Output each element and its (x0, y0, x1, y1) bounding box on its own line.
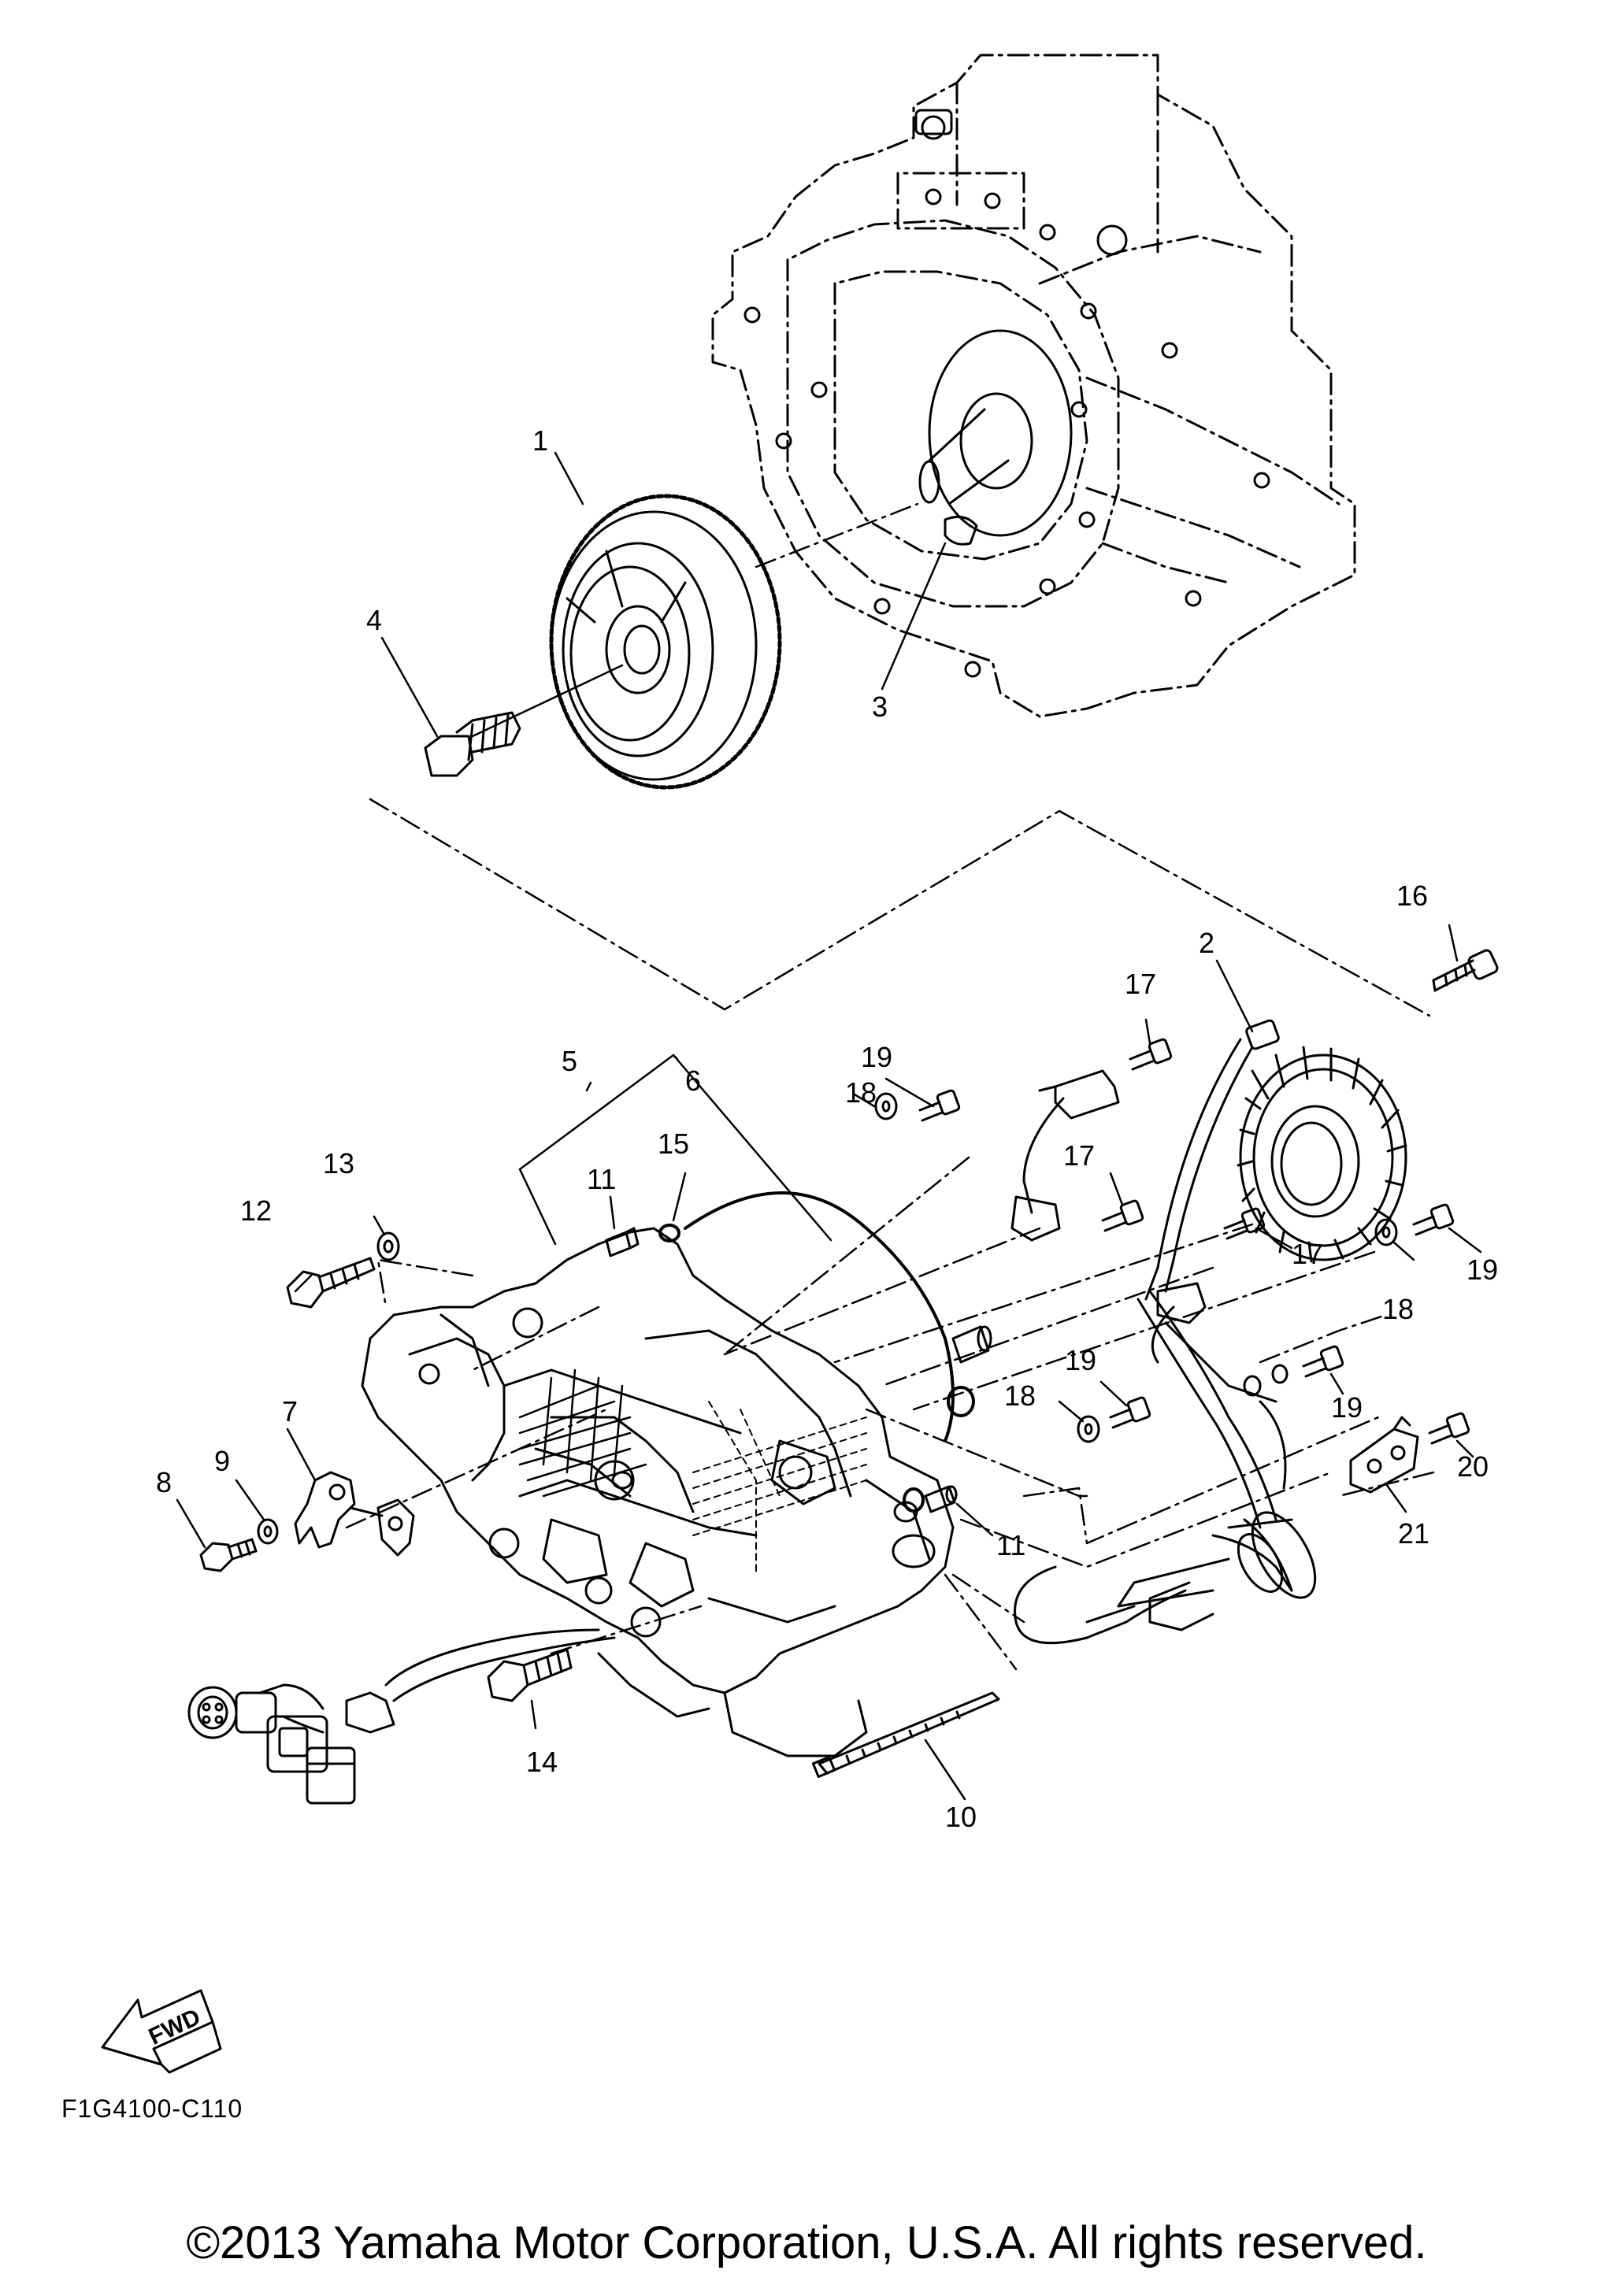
stator-coil-2 (1144, 1019, 1407, 1301)
callout-5: 5 (562, 1045, 577, 1077)
callout-16: 16 (1396, 880, 1428, 912)
callout-12: 12 (240, 1194, 272, 1227)
callout-4: 4 (366, 604, 382, 636)
bolt-12 (286, 1257, 376, 1309)
bolt-19-top (918, 1089, 961, 1122)
wire-harness (1014, 1290, 1317, 1645)
washer-13 (376, 1231, 400, 1261)
assembly-reference-lines (369, 502, 1431, 1017)
generator-cover-5 (361, 1227, 955, 1757)
callout-15: 15 (658, 1128, 689, 1160)
cable-tie-10 (811, 1573, 1018, 1778)
callout-10: 10 (945, 1801, 977, 1833)
diagram-reference-code: F1G4100-C110 (61, 2094, 243, 2123)
pulser-coil-lower (1151, 1282, 1277, 1403)
callout-19-mid: 19 (1065, 1344, 1096, 1376)
callout-7: 7 (282, 1395, 298, 1428)
callout-13: 13 (323, 1147, 354, 1179)
callout-3: 3 (872, 691, 888, 723)
callout-labels: 1 2 3 4 5 6 7 8 9 10 11 11 12 13 14 15 1… (156, 424, 1498, 1833)
fwd-arrow-icon: FWD (101, 1989, 222, 2074)
callout-19-right: 19 (1467, 1254, 1498, 1286)
bolt-19-mid (1109, 1396, 1151, 1429)
dowel-pin-11-upper (605, 1227, 640, 1257)
flywheel-rotor-1 (549, 494, 782, 790)
callout-19-top: 19 (861, 1041, 892, 1073)
bolt-19-lower (1302, 1345, 1344, 1378)
callout-17-right: 17 (1292, 1238, 1323, 1270)
callout-leaders (176, 451, 1482, 1801)
washer-18-top (874, 1092, 898, 1120)
callout-17-mid: 17 (1063, 1139, 1095, 1172)
callout-18-mid: 18 (1004, 1379, 1036, 1412)
callout-17-top: 17 (1125, 968, 1156, 1000)
bolt-17-mid (1101, 1199, 1144, 1232)
callout-19-lower: 19 (1331, 1391, 1363, 1424)
woodruff-key-3 (944, 515, 978, 546)
engine-block (711, 54, 1356, 718)
washer-9 (257, 1518, 279, 1545)
bracket-5 (518, 1054, 832, 1246)
bolt-19-right (1412, 1203, 1455, 1236)
bolt-17-top (1129, 1038, 1173, 1071)
pulser-coil-upper (1010, 1069, 1120, 1242)
bolt-20 (1428, 1412, 1470, 1445)
callout-18-top: 18 (845, 1076, 877, 1109)
main-harness-connectors (187, 1628, 616, 1805)
cover-ribs (518, 1368, 647, 1498)
terminal-plate-21 (1349, 1416, 1419, 1494)
callout-6: 6 (685, 1065, 701, 1097)
callout-8: 8 (156, 1466, 172, 1498)
callout-21: 21 (1398, 1517, 1429, 1550)
callout-1: 1 (532, 424, 548, 457)
crankshaft (918, 329, 1073, 537)
washer-18-mid (1077, 1415, 1100, 1443)
callout-9: 9 (214, 1445, 230, 1477)
dowel-pin-11-lower (924, 1485, 958, 1513)
callout-18-right: 18 (1382, 1293, 1414, 1325)
callout-11-upper: 11 (587, 1163, 616, 1195)
copyright-notice: ©2013 Yamaha Motor Corporation, U.S.A. A… (186, 2217, 1427, 2268)
engine-bosses (743, 109, 1270, 678)
bolt-8 (199, 1538, 258, 1572)
bolt-14 (487, 1605, 703, 1702)
cover-hidden-lines (692, 1401, 867, 1576)
callout-2: 2 (1199, 927, 1214, 959)
collar-6 (951, 1325, 992, 1364)
callout-11-lower: 11 (996, 1529, 1025, 1561)
bracket-7 (294, 1471, 415, 1557)
lead-wire-15 (658, 1191, 975, 1513)
bolt-17-right (1223, 1207, 1266, 1240)
part-reference-lines (345, 1156, 1435, 1624)
callout-20: 20 (1457, 1450, 1489, 1483)
stator-bolt-16 (1432, 949, 1499, 992)
callout-14: 14 (526, 1746, 558, 1778)
flywheel-bolt-4 (424, 664, 624, 777)
washer-18-right (1374, 1218, 1398, 1246)
